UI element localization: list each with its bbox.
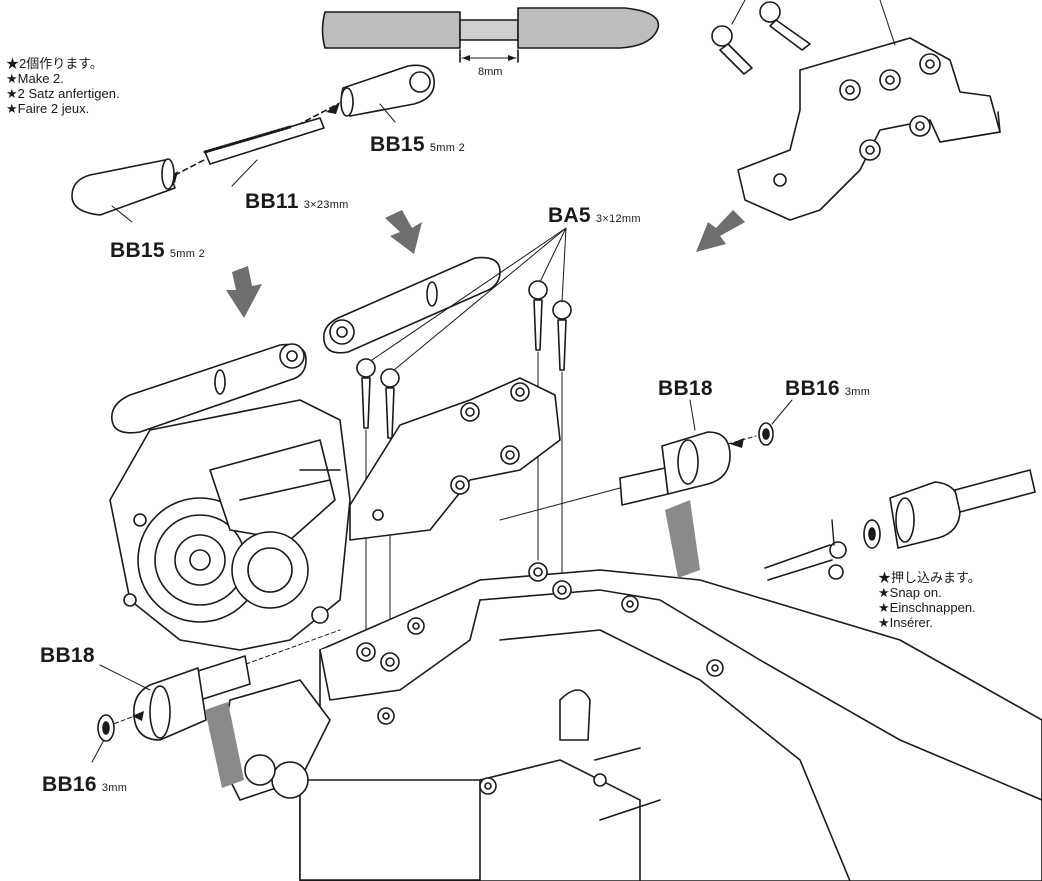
part-label-bb16-right: BB16 3mm xyxy=(785,378,870,399)
part-code: BB15 xyxy=(110,239,165,262)
note-line: ★Faire 2 jeux. xyxy=(6,101,90,116)
mounted-turnbuckles xyxy=(111,256,501,434)
part-size: 3mm xyxy=(101,782,128,794)
note-line: ★2個作ります。 xyxy=(6,56,103,71)
bb18-right-cup xyxy=(499,422,774,578)
part-size: 5mm 2 xyxy=(429,142,466,154)
part-size: 3×23mm xyxy=(303,199,349,211)
part-label-ba5: BA5 3×12mm xyxy=(548,205,641,226)
part-size: 5mm 2 xyxy=(169,248,206,260)
chassis-tub xyxy=(219,562,1042,881)
note-line: ★2 Satz anfertigen. xyxy=(6,86,120,101)
part-label-bb15-top: BB15 5mm 2 xyxy=(370,134,465,155)
label-leaders xyxy=(91,103,793,763)
dimension-label: 8mm xyxy=(478,66,503,78)
snap-on-detail xyxy=(764,469,1036,581)
turnbuckle-exploded-parts xyxy=(71,64,435,216)
ba5-screws xyxy=(356,227,572,651)
bb18-left-cup xyxy=(97,629,341,788)
part-code: BB16 xyxy=(785,377,840,400)
part-label-bb11: BB11 3×23mm xyxy=(245,191,349,212)
part-code: BB15 xyxy=(370,133,425,156)
note-line: ★Snap on. xyxy=(878,585,942,600)
part-code: BB18 xyxy=(658,377,713,400)
part-code: BB16 xyxy=(42,773,97,796)
note-line: ★Make 2. xyxy=(6,71,64,86)
part-code: BA5 xyxy=(548,204,591,227)
make-two-note: ★2個作ります。 ★Make 2. ★2 Satz anfertigen. ★F… xyxy=(6,56,120,116)
part-size: 3×12mm xyxy=(595,213,641,225)
upper-arm-assembly xyxy=(711,0,1001,221)
part-label-bb15-left: BB15 5mm 2 xyxy=(110,240,205,261)
note-line: ★Einschnappen. xyxy=(878,600,976,615)
mounted-upper-arm xyxy=(349,377,561,541)
part-code: BB11 xyxy=(245,190,299,213)
gearbox-housing xyxy=(109,399,351,651)
part-size: 3mm xyxy=(844,386,871,398)
part-label-bb18-left: BB18 xyxy=(40,645,95,666)
note-line: ★押し込みます。 xyxy=(878,570,981,585)
turnbuckle-reference-drawing xyxy=(321,7,660,63)
part-label-bb16-left: BB16 3mm xyxy=(42,774,127,795)
note-line: ★Insérer. xyxy=(878,615,934,630)
part-label-bb18-right: BB18 xyxy=(658,378,713,399)
part-code: BB18 xyxy=(40,644,95,667)
snap-on-note: ★押し込みます。 ★Snap on. ★Einschnappen. ★Insér… xyxy=(878,570,981,630)
direction-arrows xyxy=(226,210,745,318)
